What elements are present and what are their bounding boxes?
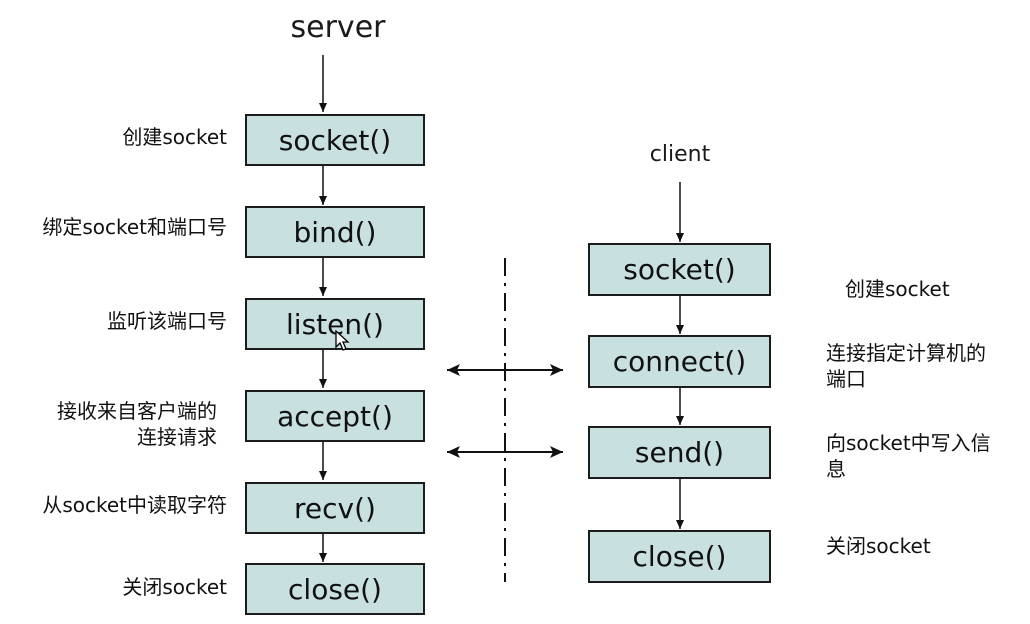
server-bind-desc: 绑定socket和端口号 [42, 215, 227, 239]
client-socket-box: socket() [588, 243, 771, 296]
server-bind-box: bind() [245, 206, 425, 258]
client-connect-box: connect() [588, 335, 771, 388]
server-recv-desc: 从socket中读取字符 [42, 493, 227, 517]
server-recv-box: recv() [245, 482, 425, 534]
client-title: client [649, 142, 711, 167]
client-close-box: close() [588, 530, 771, 583]
server-socket-desc: 创建socket [122, 125, 227, 149]
server-listen-desc: 监听该端口号 [107, 309, 227, 333]
server-accept-box: accept() [245, 390, 425, 442]
client-send-desc: 向socket中写入信 息 [826, 431, 991, 481]
server-title: server [290, 10, 386, 45]
server-accept-desc: 接收来自客户端的 连接请求 [57, 399, 217, 449]
mouse-cursor-icon [335, 330, 350, 351]
server-listen-box: listen() [245, 298, 425, 350]
server-close-box: close() [245, 563, 425, 615]
server-close-desc: 关闭socket [122, 575, 227, 599]
client-socket-desc: 创建socket [845, 277, 950, 301]
client-close-desc: 关闭socket [826, 534, 931, 558]
server-socket-box: socket() [245, 114, 425, 166]
client-send-box: send() [588, 426, 771, 479]
client-connect-desc: 连接指定计算机的 端口 [826, 341, 986, 391]
